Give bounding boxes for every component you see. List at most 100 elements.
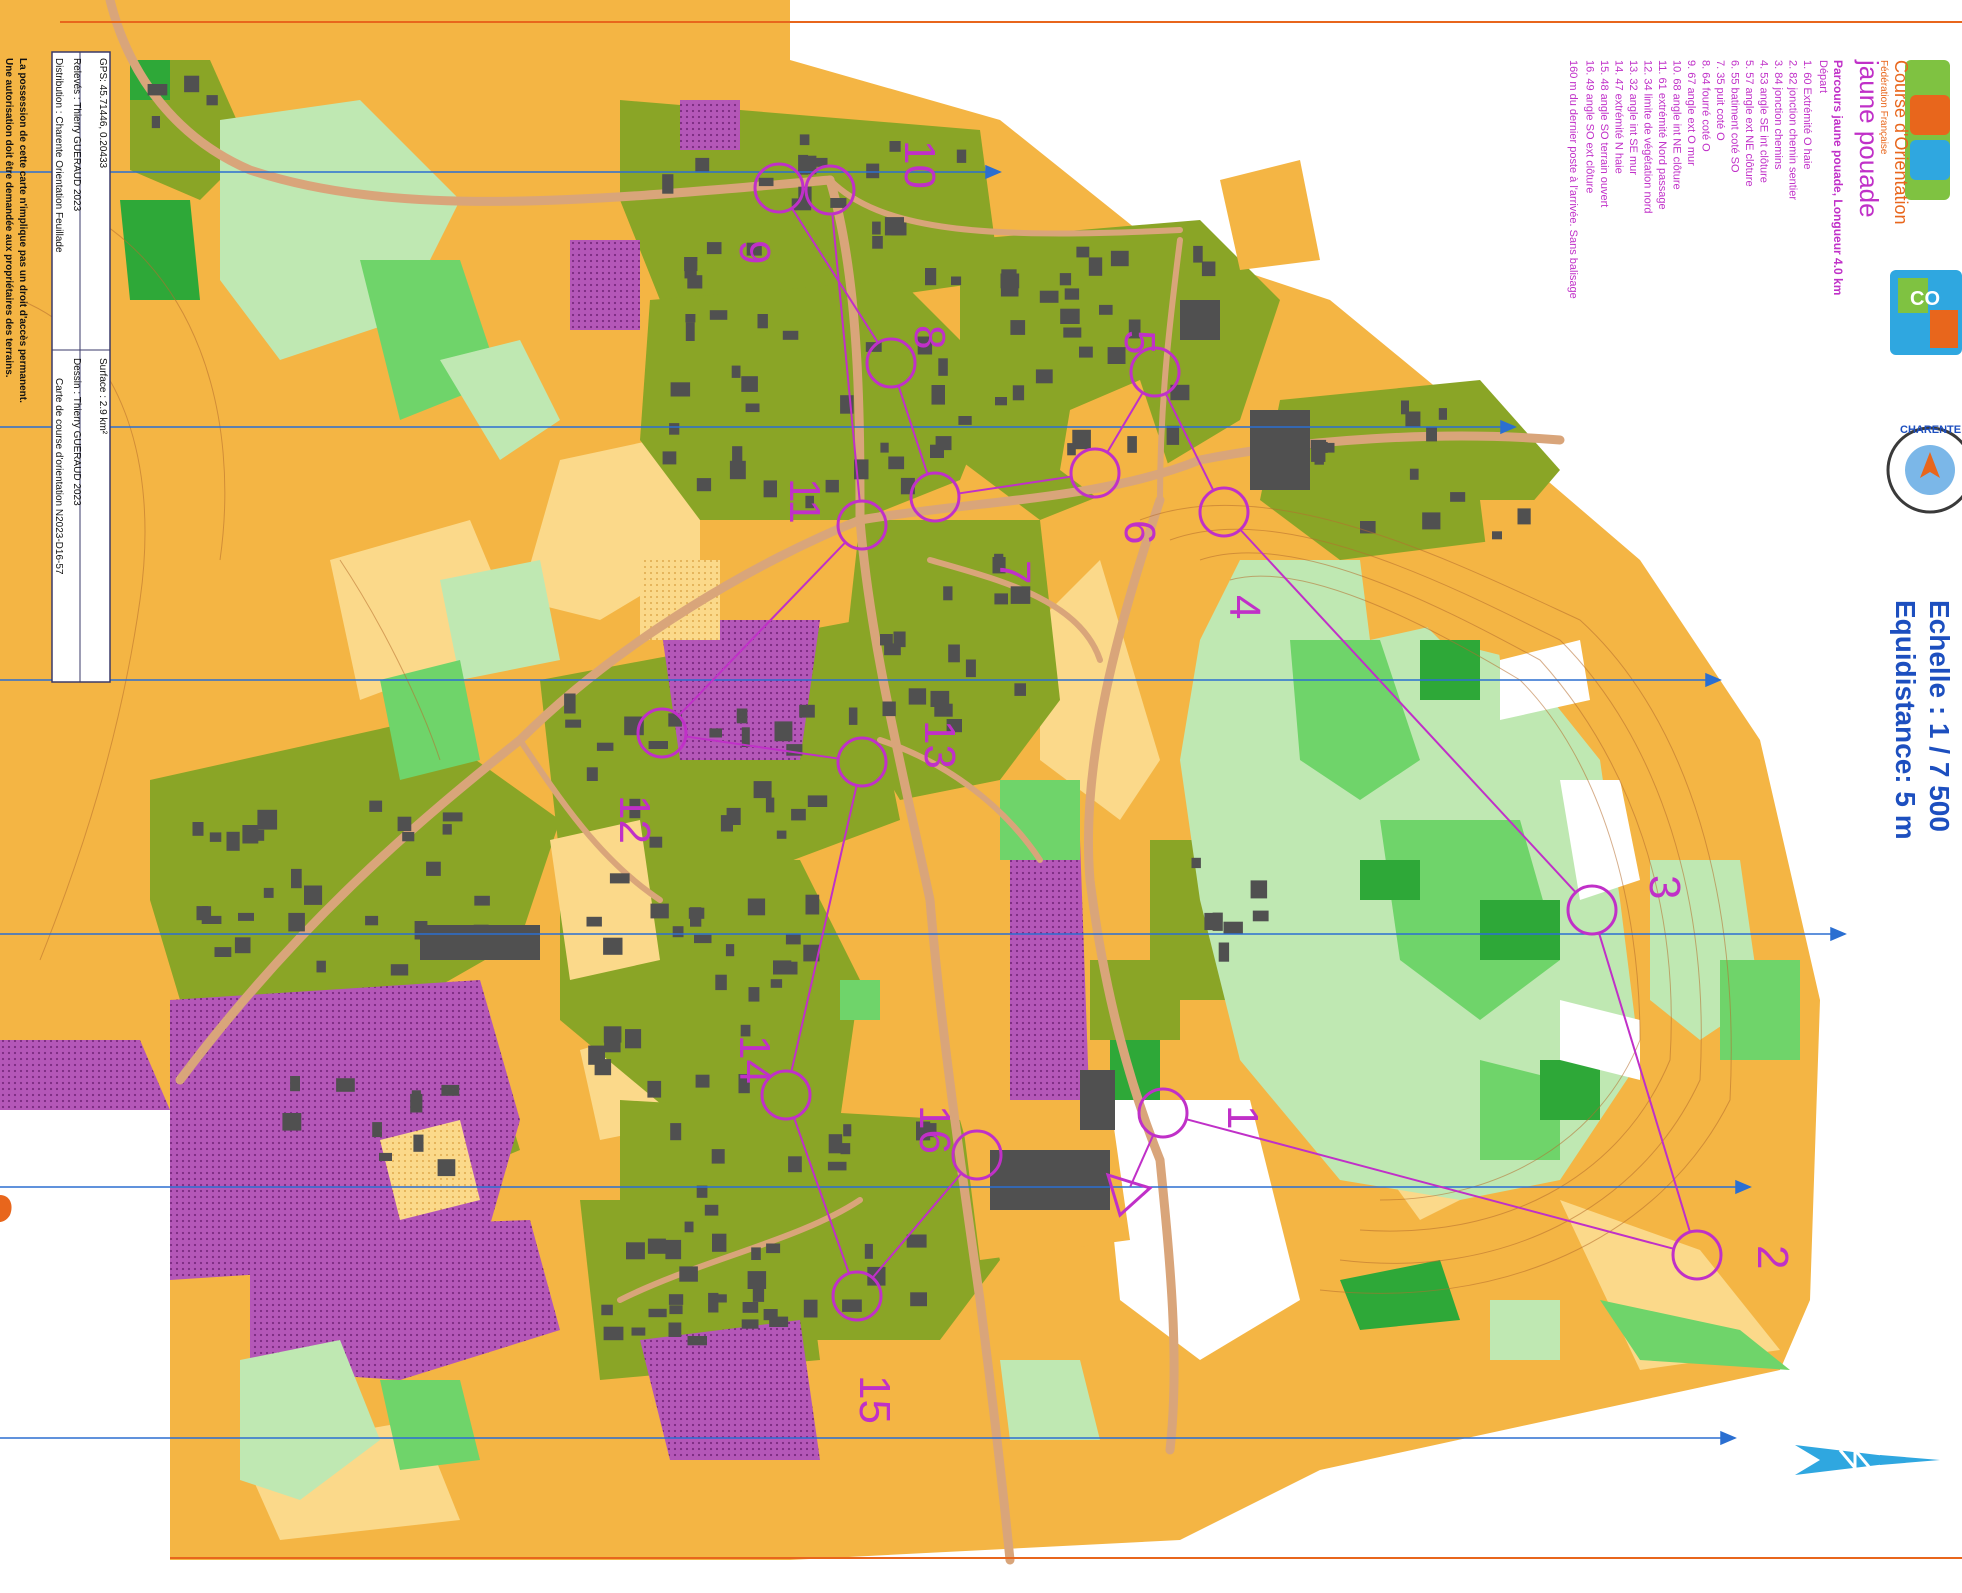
building-59 [1076, 247, 1089, 258]
building-184 [587, 917, 602, 927]
building-42 [932, 385, 946, 405]
building-248 [1251, 880, 1268, 898]
building-79 [1426, 427, 1437, 441]
building-56 [1079, 347, 1093, 358]
building-52 [732, 446, 742, 462]
building-250 [1224, 922, 1243, 934]
building-177 [610, 873, 630, 883]
charente-logo-text: CHARENTE [1900, 424, 1961, 436]
control-number-1: 1 [1218, 1105, 1267, 1129]
building-165 [625, 1029, 641, 1048]
building-158 [242, 825, 258, 844]
course-header: Parcours jaune pouade, Longueur 4.0 km [1831, 60, 1845, 295]
building-7 [866, 164, 879, 179]
building-47 [930, 445, 944, 458]
building-139 [474, 896, 490, 906]
building-199 [669, 1305, 682, 1314]
building-193 [712, 1149, 725, 1164]
building-141 [235, 937, 251, 953]
control-description-11: 11. 61 extrémité Nord passage [1656, 60, 1668, 210]
building-230 [688, 1336, 708, 1345]
building-93 [1315, 453, 1324, 465]
building-37 [686, 322, 695, 341]
building-57 [995, 397, 1007, 405]
building-146 [257, 810, 277, 830]
control-number-9: 9 [730, 240, 779, 264]
control-number-3: 3 [1640, 875, 1689, 899]
building-212 [828, 1162, 847, 1171]
building-183 [673, 926, 684, 937]
building-225 [282, 1113, 301, 1131]
building-23 [687, 275, 702, 288]
building-large-252 [420, 925, 540, 960]
control-number-14: 14 [730, 1035, 779, 1084]
building-4 [830, 198, 846, 208]
building-207 [829, 1134, 843, 1153]
building-178 [694, 935, 712, 943]
building-226 [290, 1076, 300, 1091]
building-6 [957, 150, 966, 163]
building-228 [601, 1305, 613, 1316]
building-152 [238, 913, 254, 921]
building-208 [865, 1244, 873, 1259]
legal-line-2: Une autorisation doit être demandée aux … [3, 58, 14, 378]
building-135 [402, 832, 414, 841]
building-73 [1167, 426, 1180, 445]
building-155 [210, 832, 222, 842]
building-215 [907, 1235, 927, 1248]
building-249 [1253, 911, 1269, 922]
building-166 [726, 944, 734, 956]
building-195 [665, 1240, 681, 1259]
building-180 [715, 975, 727, 990]
building-58 [1202, 262, 1216, 277]
building-75 [1040, 291, 1059, 303]
building-88 [1450, 492, 1465, 502]
building-20 [759, 178, 774, 186]
building-72 [1001, 269, 1016, 282]
building-187 [806, 895, 820, 915]
finish-note: 160 m du dernier poste à l'arrivée. Sans… [1567, 60, 1579, 299]
building-245 [1192, 858, 1201, 868]
building-64 [1001, 284, 1019, 297]
building-70 [1010, 320, 1025, 335]
equidistance-text: Equidistance: 5 m [1890, 600, 1921, 840]
building-188 [595, 1059, 612, 1075]
building-121 [597, 743, 614, 751]
building-9 [707, 242, 722, 254]
building-116 [564, 694, 576, 714]
building-142 [288, 913, 305, 932]
control-description-12: 12. 34 limite de végétation nord [1642, 60, 1654, 214]
control-description-16: 16. 49 angle SO ext clôture [1584, 60, 1596, 193]
control-number-13: 13 [915, 720, 964, 769]
building-154 [426, 862, 441, 876]
building-98 [943, 586, 952, 600]
building-19 [885, 217, 904, 235]
building-169 [748, 899, 765, 916]
building-211 [843, 1124, 851, 1136]
building-120 [808, 795, 827, 807]
building-65 [1127, 436, 1137, 453]
building-113 [799, 705, 815, 718]
info-gps: GPS: 45.71446, 0.20433 [97, 58, 108, 169]
building-171 [786, 934, 801, 944]
building-21 [872, 236, 883, 249]
building-201 [705, 1205, 719, 1216]
building-5 [951, 277, 961, 286]
building-103 [883, 702, 896, 717]
building-86 [1439, 408, 1447, 420]
start-label: Départ [1817, 60, 1829, 93]
building-234 [743, 1302, 759, 1313]
building-60 [1193, 246, 1203, 263]
building-190 [669, 1294, 683, 1305]
building-214 [712, 1234, 726, 1252]
building-238 [669, 1323, 682, 1338]
building-32 [710, 310, 728, 320]
building-66 [1060, 273, 1071, 285]
building-117 [737, 709, 748, 724]
info-carte: Carte de course d'orientation N2023-D16-… [53, 378, 64, 575]
building-156 [369, 801, 382, 812]
control-description-10: 10. 68 angle int NE clôture [1671, 60, 1683, 190]
building-85 [1422, 512, 1440, 529]
